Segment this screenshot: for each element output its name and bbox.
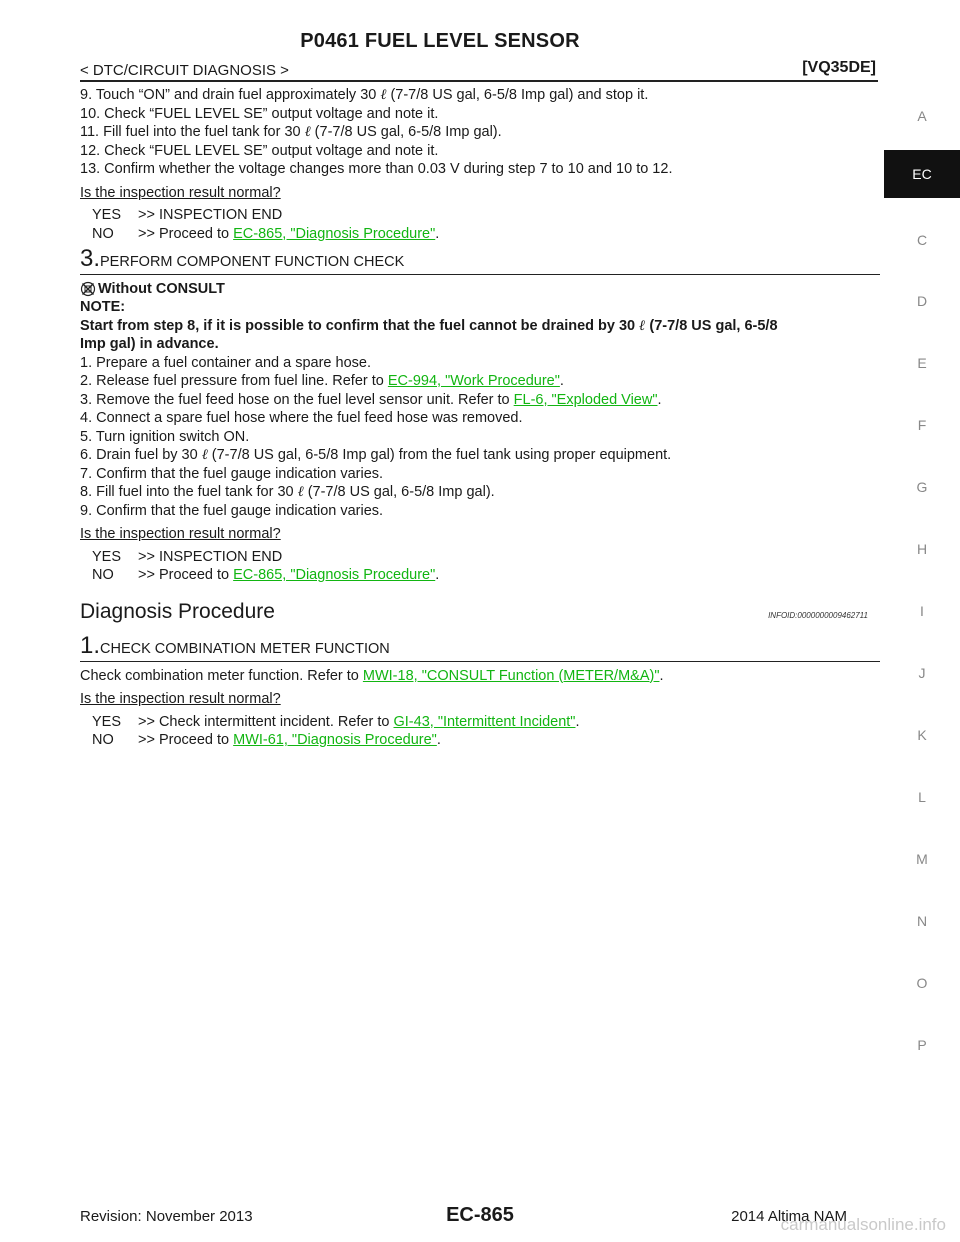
section-title: Diagnosis Procedure [80,599,275,623]
side-index-g[interactable]: G [916,479,928,495]
main-content: 9. Touch “ON” and drain fuel approximate… [80,86,880,750]
step-1-heading: 1.CHECK COMBINATION METER FUNCTION [80,634,880,662]
liter-symbol: ℓ [201,447,208,463]
diagnosis-procedure-heading: Diagnosis Procedure INFOID:0000000009462… [80,599,880,626]
side-index-p[interactable]: P [917,1037,927,1053]
header-rule [80,80,878,82]
link-fl-6[interactable]: FL-6, "Exploded View" [513,391,658,408]
step3-1: 1. Prepare a fuel container and a spare … [80,354,371,371]
step-9: 9. Touch “ON” and drain fuel approximate… [80,87,649,103]
side-index-k[interactable]: K [917,727,927,743]
step-10: 10. Check “FUEL LEVEL SE” output voltage… [80,105,439,122]
revision-date: Revision: November 2013 [80,1208,253,1225]
side-index-d[interactable]: D [916,293,928,309]
page-title: P0461 FUEL LEVEL SENSOR [300,30,580,52]
answer-no: NO>> Proceed to EC-865, "Diagnosis Proce… [92,567,440,583]
side-index-m[interactable]: M [916,851,928,867]
liter-symbol: ℓ [380,87,387,103]
note-text: Start from step 8, if it is possible to … [80,316,778,334]
link-ec-994[interactable]: EC-994, "Work Procedure" [387,373,560,389]
link-gi-43[interactable]: GI-43, "Intermittent Incident" [393,713,576,730]
side-index-h[interactable]: H [916,541,928,557]
page-number: EC-865 [446,1204,514,1226]
section-path: < DTC/CIRCUIT DIAGNOSIS > [80,62,289,79]
side-index-j[interactable]: J [918,665,926,681]
side-index-c[interactable]: C [916,232,928,248]
side-index-n[interactable]: N [916,913,928,929]
side-index-o[interactable]: O [916,975,928,991]
answer-yes: YES>> INSPECTION END [92,548,283,565]
inspection-question: Is the inspection result normal? [80,526,281,542]
answer-no: NO>> Proceed to MWI-61, "Diagnosis Proce… [92,732,441,748]
without-consult-label: Without CONSULT [80,280,880,299]
link-mwi-61[interactable]: MWI-61, "Diagnosis Procedure" [233,732,437,748]
inspection-question: Is the inspection result normal? [80,184,281,201]
info-id: INFOID:0000000009462711 [768,610,868,620]
step3-8: 8. Fill fuel into the fuel tank for 30 ℓ… [80,484,495,500]
link-ec-865[interactable]: EC-865, "Diagnosis Procedure" [233,567,436,583]
step3-3: 3. Remove the fuel feed hose on the fuel… [80,391,662,408]
side-index-f[interactable]: F [917,417,927,433]
liter-symbol: ℓ [297,484,304,500]
watermark: carmanualsonline.info [780,1215,946,1234]
step-12: 12. Check “FUEL LEVEL SE” output voltage… [80,142,439,159]
answer-no: NO>> Proceed to EC-865, "Diagnosis Proce… [92,225,440,242]
link-mwi-18[interactable]: MWI-18, "CONSULT Function (METER/M&A)" [362,667,660,684]
link-ec-865[interactable]: EC-865, "Diagnosis Procedure" [233,225,436,242]
side-index-l[interactable]: L [918,789,926,805]
liter-symbol: ℓ [304,124,311,140]
side-index-e[interactable]: E [917,355,927,371]
inspection-question: Is the inspection result normal? [80,691,281,707]
step3-4: 4. Connect a spare fuel hose where the f… [80,410,523,426]
no-consult-icon [80,281,96,296]
step3-7: 7. Confirm that the fuel gauge indicatio… [80,465,384,482]
model-name: 2014 Altima NAM [731,1208,847,1225]
answer-yes: YES>> INSPECTION END [92,207,283,223]
side-index-a[interactable]: A [917,108,927,124]
step-3-heading: 3.PERFORM COMPONENT FUNCTION CHECK [80,247,880,275]
step3-6: 6. Drain fuel by 30 ℓ (7-7/8 US gal, 6-5… [80,447,672,463]
side-index-ec[interactable]: EC [884,150,960,198]
step3-9: 9. Confirm that the fuel gauge indicatio… [80,502,384,519]
check-meter-text: Check combination meter function. Refer … [80,667,664,684]
note-text-cont: Imp gal) in advance. [80,336,219,352]
step-11: 11. Fill fuel into the fuel tank for 30 … [80,124,502,140]
answer-yes: YES>> Check intermittent incident. Refer… [92,713,580,730]
liter-symbol: ℓ [639,316,646,334]
engine-code: [VQ35DE] [802,59,876,76]
step3-5: 5. Turn ignition switch ON. [80,428,250,445]
note-label: NOTE: [80,299,126,315]
step3-2: 2. Release fuel pressure from fuel line.… [80,373,564,389]
side-index-i[interactable]: I [920,603,924,619]
step-13: 13. Confirm whether the voltage changes … [80,161,673,177]
